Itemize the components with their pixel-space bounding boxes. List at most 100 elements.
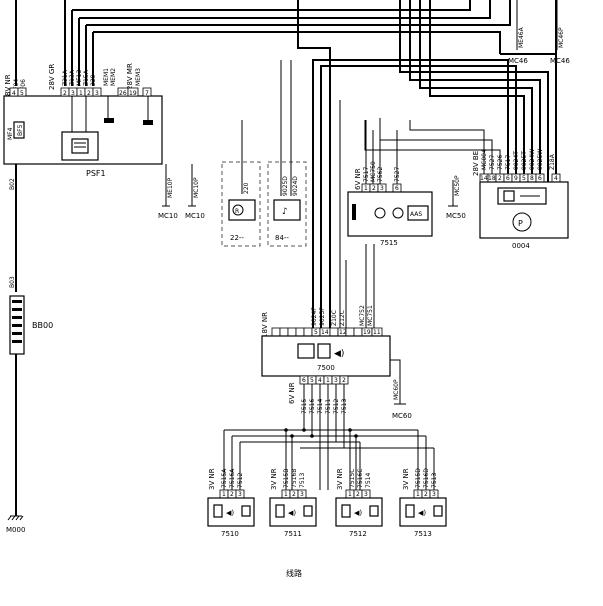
u0004-pin: 6 xyxy=(538,175,542,182)
mc60-wire: MC60P xyxy=(393,379,400,400)
psf1-mid-wire-1: Z21A xyxy=(62,69,69,86)
u0004-pin: 9 xyxy=(514,175,518,182)
u7512-label: 3V NR xyxy=(336,468,344,490)
mc46-wire-2: MC46P xyxy=(558,27,565,48)
mc60-label: MC60 xyxy=(392,412,412,420)
u7510-pin: 3 xyxy=(238,491,242,498)
u7511-id: 7511 xyxy=(284,530,302,538)
u7500-wire-4: Z12C xyxy=(339,310,346,326)
psf1-mid-wire-3: MF13 xyxy=(76,70,83,86)
u0004-wire-2: 7527 xyxy=(489,155,496,170)
mc46-label-1: MC46 xyxy=(508,57,528,65)
u7511-pin: 3 xyxy=(300,491,304,498)
u7510-label: 3V NR xyxy=(208,468,216,490)
u7515-id: 7515 xyxy=(380,239,398,247)
u7511-wire-1: 7515B xyxy=(283,469,290,488)
psf1-pin: 2 xyxy=(87,90,91,97)
u7512-pin: 3 xyxy=(364,491,368,498)
u7513-pin: 1 xyxy=(416,491,420,498)
u0004-id: 0004 xyxy=(512,242,530,250)
u22-label: 22-- xyxy=(230,234,244,242)
svg-text:♪: ♪ xyxy=(282,207,288,217)
mc50-wire: MC50P xyxy=(454,175,461,196)
u7511-label: 3V NR xyxy=(270,468,278,490)
u7500-pin: 2 xyxy=(342,377,346,384)
mc10-wire-2: MC10P xyxy=(193,177,200,198)
psf1-fuse-label-1: BF5 xyxy=(17,124,24,136)
u84-wire-1: 9025D xyxy=(282,176,289,196)
psf1-pin: 3 xyxy=(71,90,75,97)
psf1-pin: 2 xyxy=(63,90,67,97)
unit-7500: 18V NR 9024F 9025F Z10C Z12C MC752 MC751… xyxy=(261,100,391,414)
u7515-label: 6V NR xyxy=(354,168,362,190)
u7500-pin: 4 xyxy=(318,377,322,384)
u7510-wire-3: 7512 xyxy=(237,473,244,488)
mc46-ground: ME46A MC46P MC46 MC46 xyxy=(508,0,570,65)
u7513-wire-1: 7515D xyxy=(415,468,422,488)
bb00-side-wire: B02 xyxy=(9,178,16,190)
u7500-wire-2: 9025F xyxy=(319,307,326,326)
unit-7511: 3V NR 7515B 7516B 7513 1 2 3 ◀) 7511 xyxy=(269,468,317,538)
svg-text:◀): ◀) xyxy=(418,509,426,517)
psf1-pin: 3 xyxy=(95,90,99,97)
u0004-pin: 2 xyxy=(498,175,502,182)
psf1-right-wire-3: MEM3 xyxy=(135,68,142,86)
mc60-ground: MC60P MC60 xyxy=(390,359,412,420)
battery-branch: B02 B03 BB00 M000 xyxy=(6,164,53,534)
m000-label: M000 xyxy=(6,526,25,534)
psf1-mid-wire-5: 220 xyxy=(90,74,97,86)
relay-icon xyxy=(104,118,114,123)
diagram-caption: 线路 xyxy=(286,568,302,578)
unit-7510: 3V NR 7515A 7516A 7512 1 2 3 ◀) 7510 xyxy=(207,468,255,538)
u7513-id: 7513 xyxy=(414,530,432,538)
top-harness-wires xyxy=(15,0,557,329)
u84-label: 84-- xyxy=(275,234,289,242)
mc10-label-1: MC10 xyxy=(158,212,178,220)
u7515-pin: 1 xyxy=(364,185,368,192)
sensor-icon xyxy=(275,504,285,518)
u22-wire: 220 xyxy=(243,182,250,194)
u7512-pin: 2 xyxy=(356,491,360,498)
u0004-wire-5: 9024T xyxy=(513,151,520,170)
u7513-pin: 2 xyxy=(424,491,428,498)
sensor-icon xyxy=(341,504,351,518)
u84-wire-2: 9024D xyxy=(292,176,299,196)
psf1-unit: 8V NR BF04 8F06 28V GR Z21A Z13A MF13 Z1… xyxy=(3,63,163,178)
relay-icon xyxy=(143,120,153,125)
sensor-icon xyxy=(405,504,415,518)
u7500-id: 7500 xyxy=(317,364,335,372)
unit-0004: 28V BE MC004 7527 7526 7517 9024T 9025T … xyxy=(472,149,569,250)
u0004-wire-4: 7517 xyxy=(505,155,512,170)
mc46-label-2: MC46 xyxy=(550,57,570,65)
u0004-wire-1: MC004 xyxy=(481,149,488,170)
r-badge-icon xyxy=(228,199,256,221)
u7500-pin: 3 xyxy=(334,377,338,384)
u0004-pin: 4 xyxy=(554,175,558,182)
u7511-pin: 2 xyxy=(292,491,296,498)
psf1-right-wire-2: MEM2 xyxy=(110,68,117,86)
svg-text:P: P xyxy=(518,219,523,228)
unit-22: 220 R 22-- xyxy=(221,120,261,247)
u0004-wire-3: 7526 xyxy=(497,155,504,170)
bb00-top-wire: B03 xyxy=(9,276,16,288)
ecu-chip-icon xyxy=(297,343,315,359)
u7512-id: 7512 xyxy=(349,530,367,538)
psf1-pin: 1 xyxy=(79,90,83,97)
u7500-pin: 11 xyxy=(373,329,381,336)
psf1-label: PSF1 xyxy=(86,169,106,178)
u7512-wire-1: 7515C xyxy=(349,469,356,488)
psf1-pin: 7 xyxy=(145,90,149,97)
u0004-pin: 6 xyxy=(506,175,510,182)
u7510-pin: 1 xyxy=(222,491,226,498)
u7500-pin: 5 xyxy=(310,377,314,384)
u0004-wire-9: Z18A xyxy=(549,153,556,170)
u0004-label: 28V BE xyxy=(472,151,480,176)
u7500-pin: 12 xyxy=(339,329,347,336)
mc50-ground: MC50P MC50 xyxy=(446,175,466,220)
u7511-wire-3: 7513 xyxy=(299,473,306,488)
u7511-pin: 1 xyxy=(284,491,288,498)
lamp-icon xyxy=(392,207,404,219)
svg-text:◀): ◀) xyxy=(288,509,296,517)
mc10-label-2: MC10 xyxy=(185,212,205,220)
